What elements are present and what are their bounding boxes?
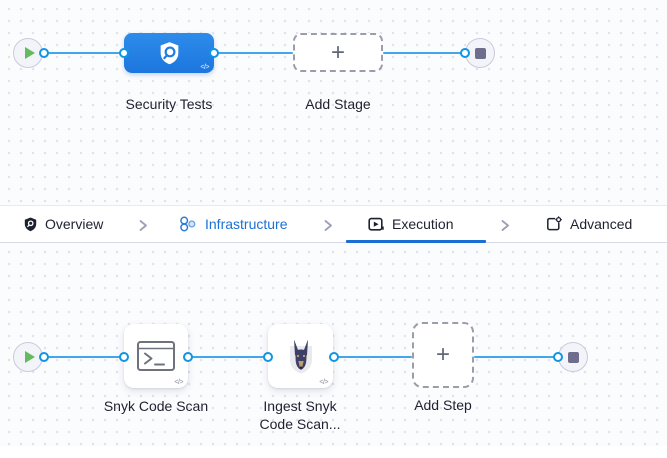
infrastructure-icon bbox=[180, 216, 196, 232]
tab-overview-label: Overview bbox=[45, 216, 104, 232]
exec-start-connector bbox=[39, 352, 49, 362]
exec-edge-4 bbox=[474, 356, 559, 358]
advanced-icon bbox=[547, 216, 562, 231]
step-node-ingest-snyk[interactable]: </> bbox=[268, 324, 333, 388]
execution-canvas: </> </> + Snyk Code Scan bbox=[0, 243, 667, 458]
play-icon bbox=[24, 47, 35, 59]
code-icon: </> bbox=[174, 379, 183, 386]
snyk-logo-icon bbox=[289, 339, 312, 373]
step2-right-connector bbox=[329, 352, 339, 362]
step-label-ingest-snyk: Ingest Snyk Code Scan... bbox=[259, 398, 341, 432]
step1-right-connector bbox=[183, 352, 193, 362]
security-shield-icon bbox=[160, 41, 178, 64]
code-icon: </> bbox=[200, 64, 209, 71]
canvas-bottom-edge bbox=[0, 446, 667, 458]
step2-left-connector bbox=[263, 352, 273, 362]
tab-infrastructure-label: Infrastructure bbox=[205, 216, 288, 232]
exec-edge-2 bbox=[188, 356, 268, 358]
plus-icon: + bbox=[435, 341, 450, 368]
tab-execution[interactable]: Execution bbox=[368, 206, 453, 242]
chevron-right-icon bbox=[324, 220, 332, 231]
exec-edge-3 bbox=[334, 356, 412, 358]
stage-start-connector bbox=[39, 48, 49, 58]
stage-start-node bbox=[13, 38, 43, 68]
exec-start-node bbox=[13, 342, 43, 372]
step1-left-connector bbox=[119, 352, 129, 362]
add-stage-button[interactable]: + bbox=[293, 33, 383, 72]
execution-icon bbox=[368, 217, 384, 231]
tab-overview[interactable]: Overview bbox=[24, 206, 103, 242]
code-icon: </> bbox=[319, 379, 328, 386]
stop-icon bbox=[474, 47, 486, 59]
exec-edge-1 bbox=[44, 356, 124, 358]
overview-shield-icon bbox=[24, 217, 37, 231]
stage-node-left-connector bbox=[119, 48, 129, 58]
play-icon bbox=[24, 351, 35, 363]
stage-edge-end bbox=[383, 52, 465, 54]
terminal-icon bbox=[137, 341, 175, 371]
exec-end-node bbox=[558, 342, 588, 372]
chevron-right-icon bbox=[139, 220, 147, 231]
tab-advanced[interactable]: Advanced bbox=[546, 206, 632, 242]
stage-label: Security Tests bbox=[125, 96, 213, 112]
stage-canvas: </> + Security Tests Add Stage bbox=[0, 0, 667, 205]
add-stage-label: Add Stage bbox=[305, 96, 371, 112]
plus-icon: + bbox=[330, 38, 345, 66]
stage-node-right-connector bbox=[209, 48, 219, 58]
stage-node-security-tests[interactable]: </> bbox=[124, 33, 214, 73]
tab-execution-label: Execution bbox=[392, 216, 454, 232]
stop-icon bbox=[567, 351, 579, 363]
stage-edge-mid bbox=[214, 52, 293, 54]
exec-end-connector bbox=[553, 352, 563, 362]
step-label-snyk-code-scan: Snyk Code Scan bbox=[103, 398, 209, 414]
tab-infrastructure[interactable]: Infrastructure bbox=[179, 206, 287, 242]
add-step-label: Add Step bbox=[414, 397, 472, 413]
add-step-button[interactable]: + bbox=[412, 322, 474, 388]
chevron-right-icon bbox=[501, 220, 509, 231]
stage-end-connector bbox=[460, 48, 470, 58]
tab-advanced-label: Advanced bbox=[570, 216, 633, 232]
stage-edge-start bbox=[44, 52, 124, 54]
active-tab-underline bbox=[346, 240, 486, 243]
step-node-snyk-code-scan[interactable]: </> bbox=[124, 324, 188, 388]
stage-tabbar: Overview Infrastructure Execution bbox=[0, 205, 667, 243]
